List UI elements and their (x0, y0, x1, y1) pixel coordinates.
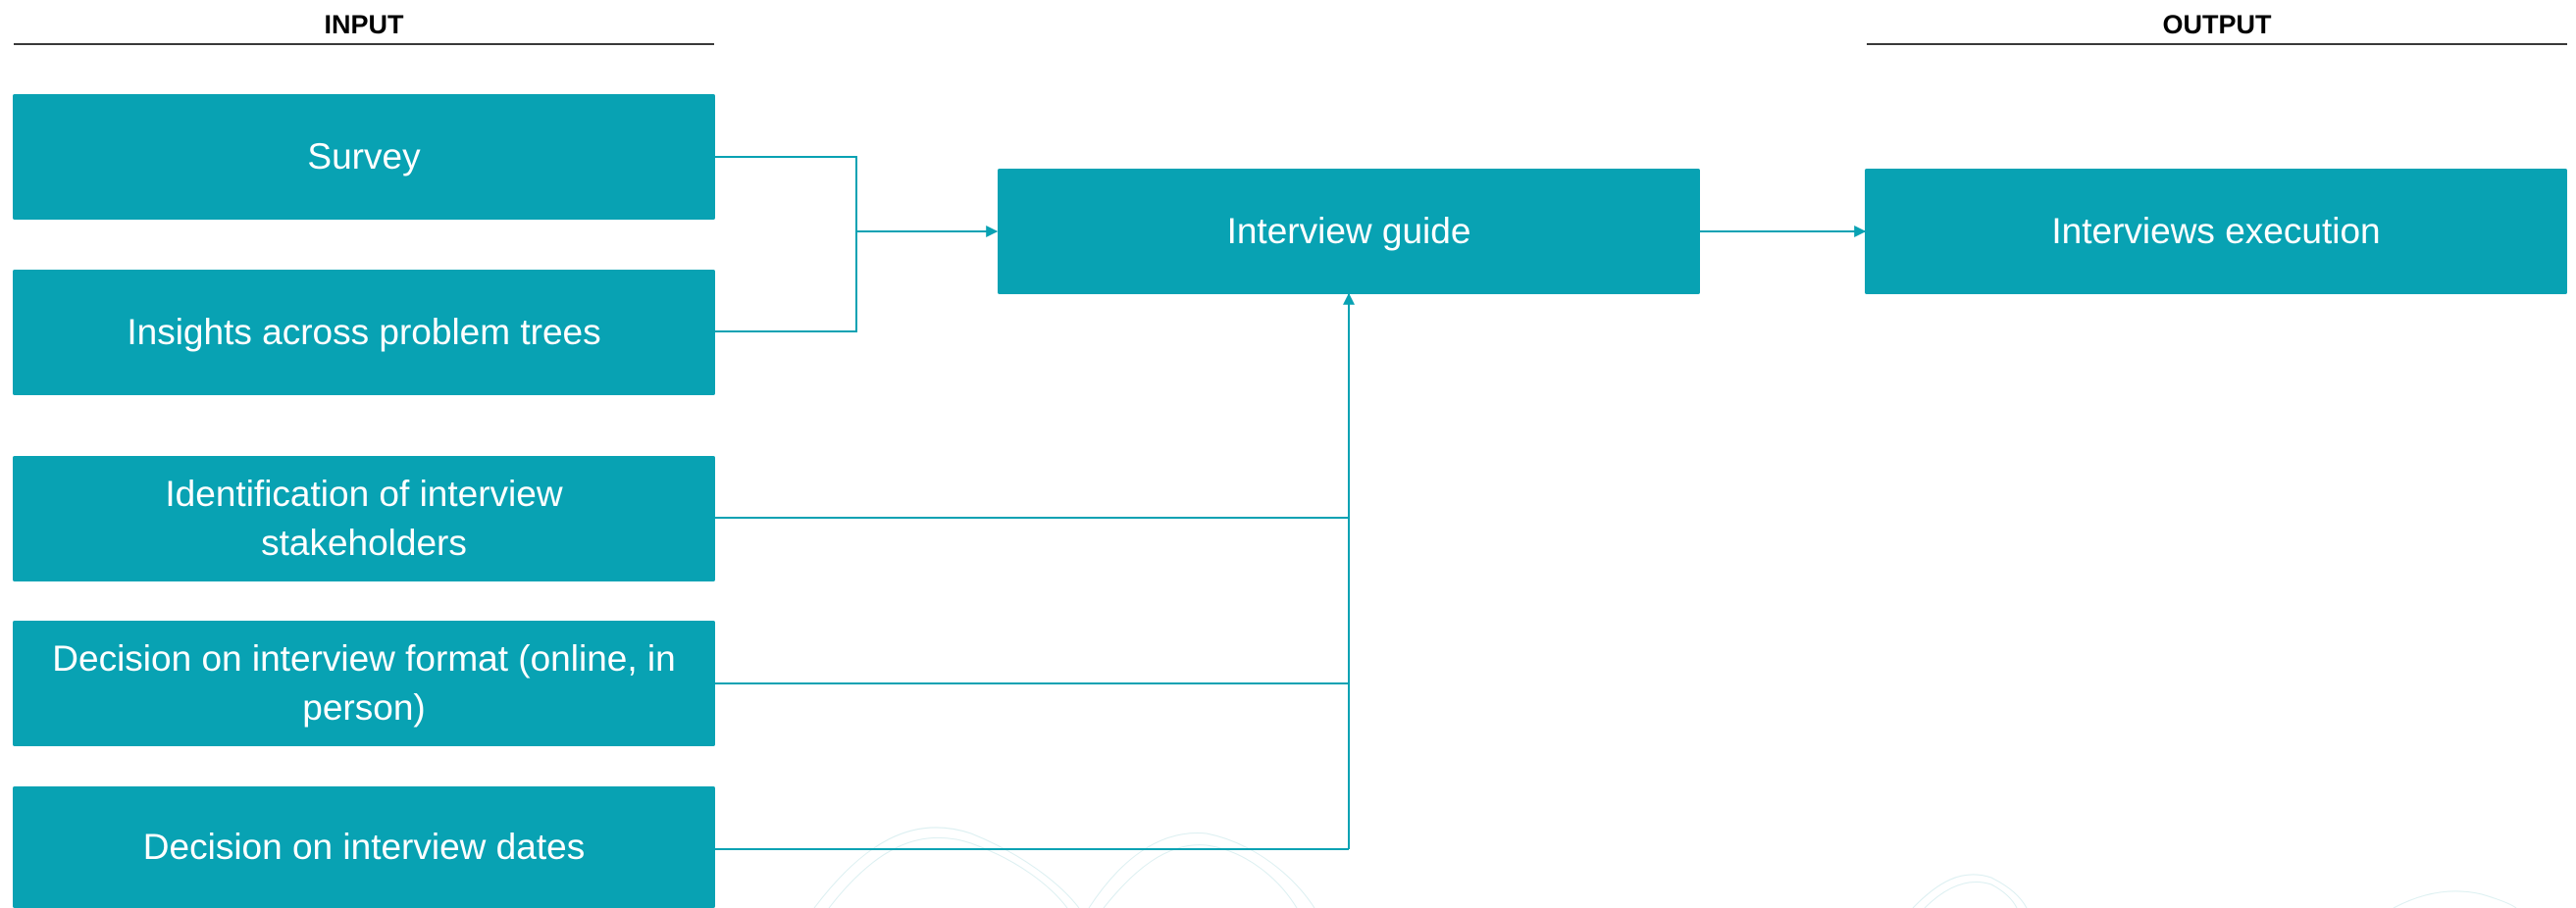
format-label: Decision on interview format (online, in… (52, 638, 676, 728)
stakeholders-label: Identification of interview stakeholders (165, 474, 563, 563)
stakeholders-box: Identification of interview stakeholders (13, 456, 715, 581)
interviews-execution-box: Interviews execution (1865, 169, 2567, 294)
interview-guide-label: Interview guide (1226, 211, 1471, 251)
input-header: INPUT (14, 8, 714, 45)
dates-box: Decision on interview dates (13, 786, 715, 908)
insights-label: Insights across problem trees (127, 312, 601, 352)
interview-guide-box: Interview guide (998, 169, 1700, 294)
dates-label: Decision on interview dates (142, 827, 586, 867)
connector-survey (715, 156, 857, 332)
insights-box: Insights across problem trees (13, 270, 715, 395)
survey-box: Survey (13, 94, 715, 220)
output-header: OUTPUT (1867, 8, 2567, 45)
interviews-execution-label: Interviews execution (2051, 211, 2381, 251)
survey-label: Survey (307, 136, 421, 177)
format-box: Decision on interview format (online, in… (13, 621, 715, 746)
